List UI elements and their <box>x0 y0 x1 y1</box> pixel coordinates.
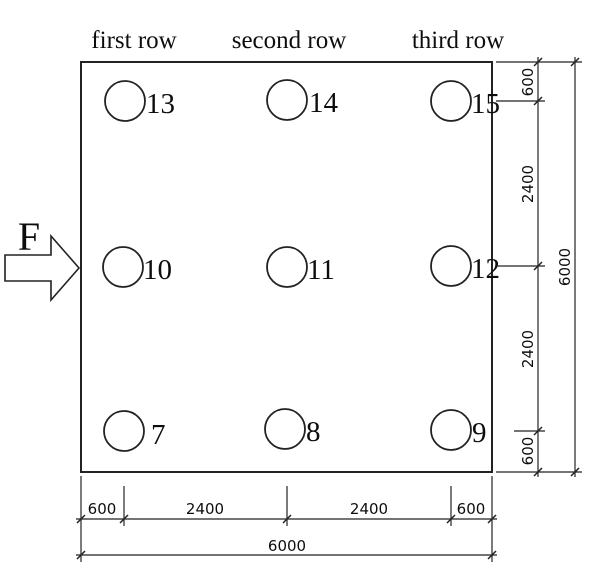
pile-circle <box>103 410 145 452</box>
pile-circle <box>102 246 144 288</box>
pile-7: 7 <box>103 410 166 452</box>
pile-12: 12 <box>430 245 500 287</box>
dim-label-upper-span: 2400 <box>519 165 537 203</box>
tick-mark <box>446 514 456 524</box>
row-label-second: second row <box>232 27 347 54</box>
force-arrow-icon <box>4 233 81 303</box>
pile-circle <box>266 246 308 288</box>
tick-mark <box>76 514 86 524</box>
dim-label-total-vertical: 6000 <box>556 248 574 286</box>
pile-number: 14 <box>309 87 339 119</box>
tick-mark <box>119 514 129 524</box>
pile-number: 10 <box>143 254 172 286</box>
dim-label-top-edge: 600 <box>519 68 537 97</box>
pile-number: 8 <box>306 416 321 448</box>
pile-circle <box>104 80 146 122</box>
tick-mark <box>533 426 543 436</box>
pile-circle <box>430 80 472 122</box>
pile-number: 12 <box>471 253 500 285</box>
tick-mark <box>533 57 543 67</box>
pile-cap-outline <box>80 61 493 473</box>
tick-mark <box>533 467 543 477</box>
pile-circle <box>264 408 306 450</box>
pile-number: 11 <box>307 254 335 286</box>
pile-11: 11 <box>266 246 335 288</box>
tick-mark <box>570 467 580 477</box>
bottom-dimensions: 600 2400 2400 600 6000 <box>76 476 497 562</box>
pile-8: 8 <box>264 408 321 450</box>
pile-circle <box>430 409 472 451</box>
dim-label-lower-span: 2400 <box>519 330 537 368</box>
pile-number: 7 <box>151 419 166 451</box>
tick-mark <box>570 57 580 67</box>
tick-mark <box>487 514 497 524</box>
tick-mark <box>533 261 543 271</box>
pile-9: 9 <box>430 409 487 451</box>
pile-circle <box>266 79 308 121</box>
force-label: F <box>18 214 40 259</box>
pile-number: 13 <box>146 88 175 120</box>
pile-15: 15 <box>430 80 500 122</box>
dim-label-left-span: 2400 <box>186 500 224 518</box>
row-label-first: first row <box>91 27 176 54</box>
pile-number: 9 <box>472 417 487 449</box>
pile-13: 13 <box>104 80 175 122</box>
tick-mark <box>76 550 86 560</box>
tick-mark <box>533 96 543 106</box>
dim-label-right-edge: 600 <box>457 500 486 518</box>
dim-label-left-edge: 600 <box>88 500 117 518</box>
tick-mark <box>282 514 292 524</box>
pile-circle <box>430 245 472 287</box>
pile-10: 10 <box>102 246 172 288</box>
dim-label-right-span: 2400 <box>350 500 388 518</box>
right-dimensions: 600 2400 2400 600 6000 <box>496 57 582 477</box>
dim-label-total: 6000 <box>268 537 306 555</box>
pile-14: 14 <box>266 79 339 121</box>
pile-number: 15 <box>471 88 500 120</box>
dim-label-bottom-edge: 600 <box>519 437 537 466</box>
tick-mark <box>487 550 497 560</box>
row-label-third: third row <box>412 27 504 54</box>
